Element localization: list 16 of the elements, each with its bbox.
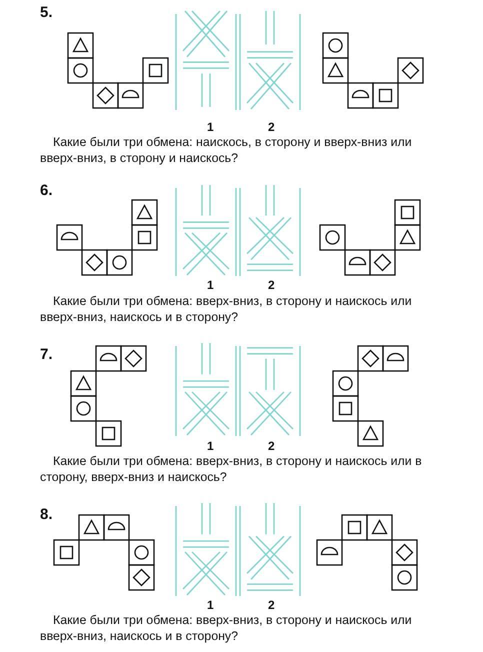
panel-number: 1	[207, 598, 214, 612]
task-number: 5.	[40, 4, 53, 21]
panel-number: 2	[268, 439, 275, 453]
panel-number: 2	[268, 598, 275, 612]
question-text: Какие были три обмена: вверх-вниз, в сторону и наискось или вверх-вниз, наискось и в сторону?	[40, 293, 413, 325]
question-text: Какие были три обмена: наискось, в сторону и вверх-вниз или вверх-вниз, в сторону и наискось?	[40, 134, 413, 166]
question-text: Какие были три обмена: вверх-вниз, в сторону и наискось или в сторону, вверх-вниз и наискось?	[40, 453, 423, 485]
task-number: 8.	[40, 506, 53, 523]
panel-number: 2	[268, 120, 275, 134]
task-number: 7.	[40, 346, 53, 363]
panel-number: 1	[207, 120, 214, 134]
panel-number: 2	[268, 278, 275, 292]
panel-number: 1	[207, 439, 214, 453]
panel-number: 1	[207, 278, 214, 292]
task-number: 6.	[40, 182, 53, 199]
question-text: Какие были три обмена: вверх-вниз, в сторону и наискось или вверх-вниз, наискось и в сторону?	[40, 612, 413, 644]
